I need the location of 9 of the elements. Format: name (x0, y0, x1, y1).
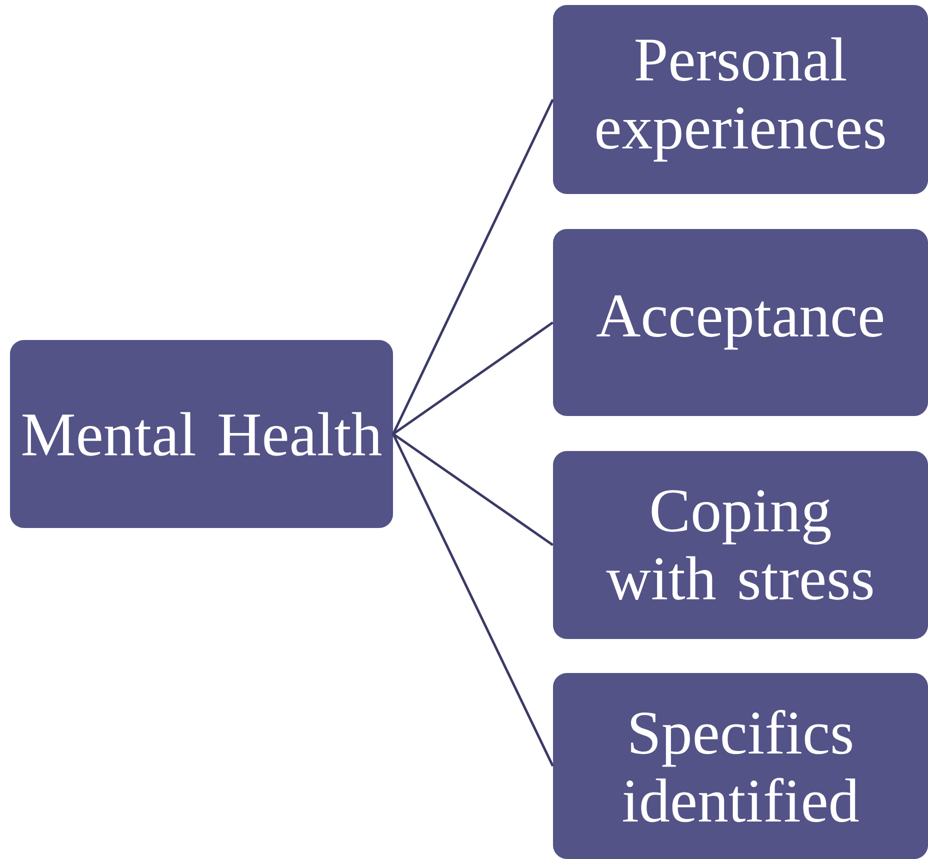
connector-line (392, 321, 554, 436)
topic-box: Specifics identified (553, 673, 928, 859)
connector-line (392, 432, 554, 546)
connector-line (392, 433, 554, 767)
topic-box: Acceptance (553, 229, 928, 416)
topic-box: Coping with stress (553, 451, 928, 639)
connector-line (392, 98, 554, 435)
topic-box: Mental Health (10, 340, 393, 528)
topic-box: Personal experiences (553, 4, 928, 194)
